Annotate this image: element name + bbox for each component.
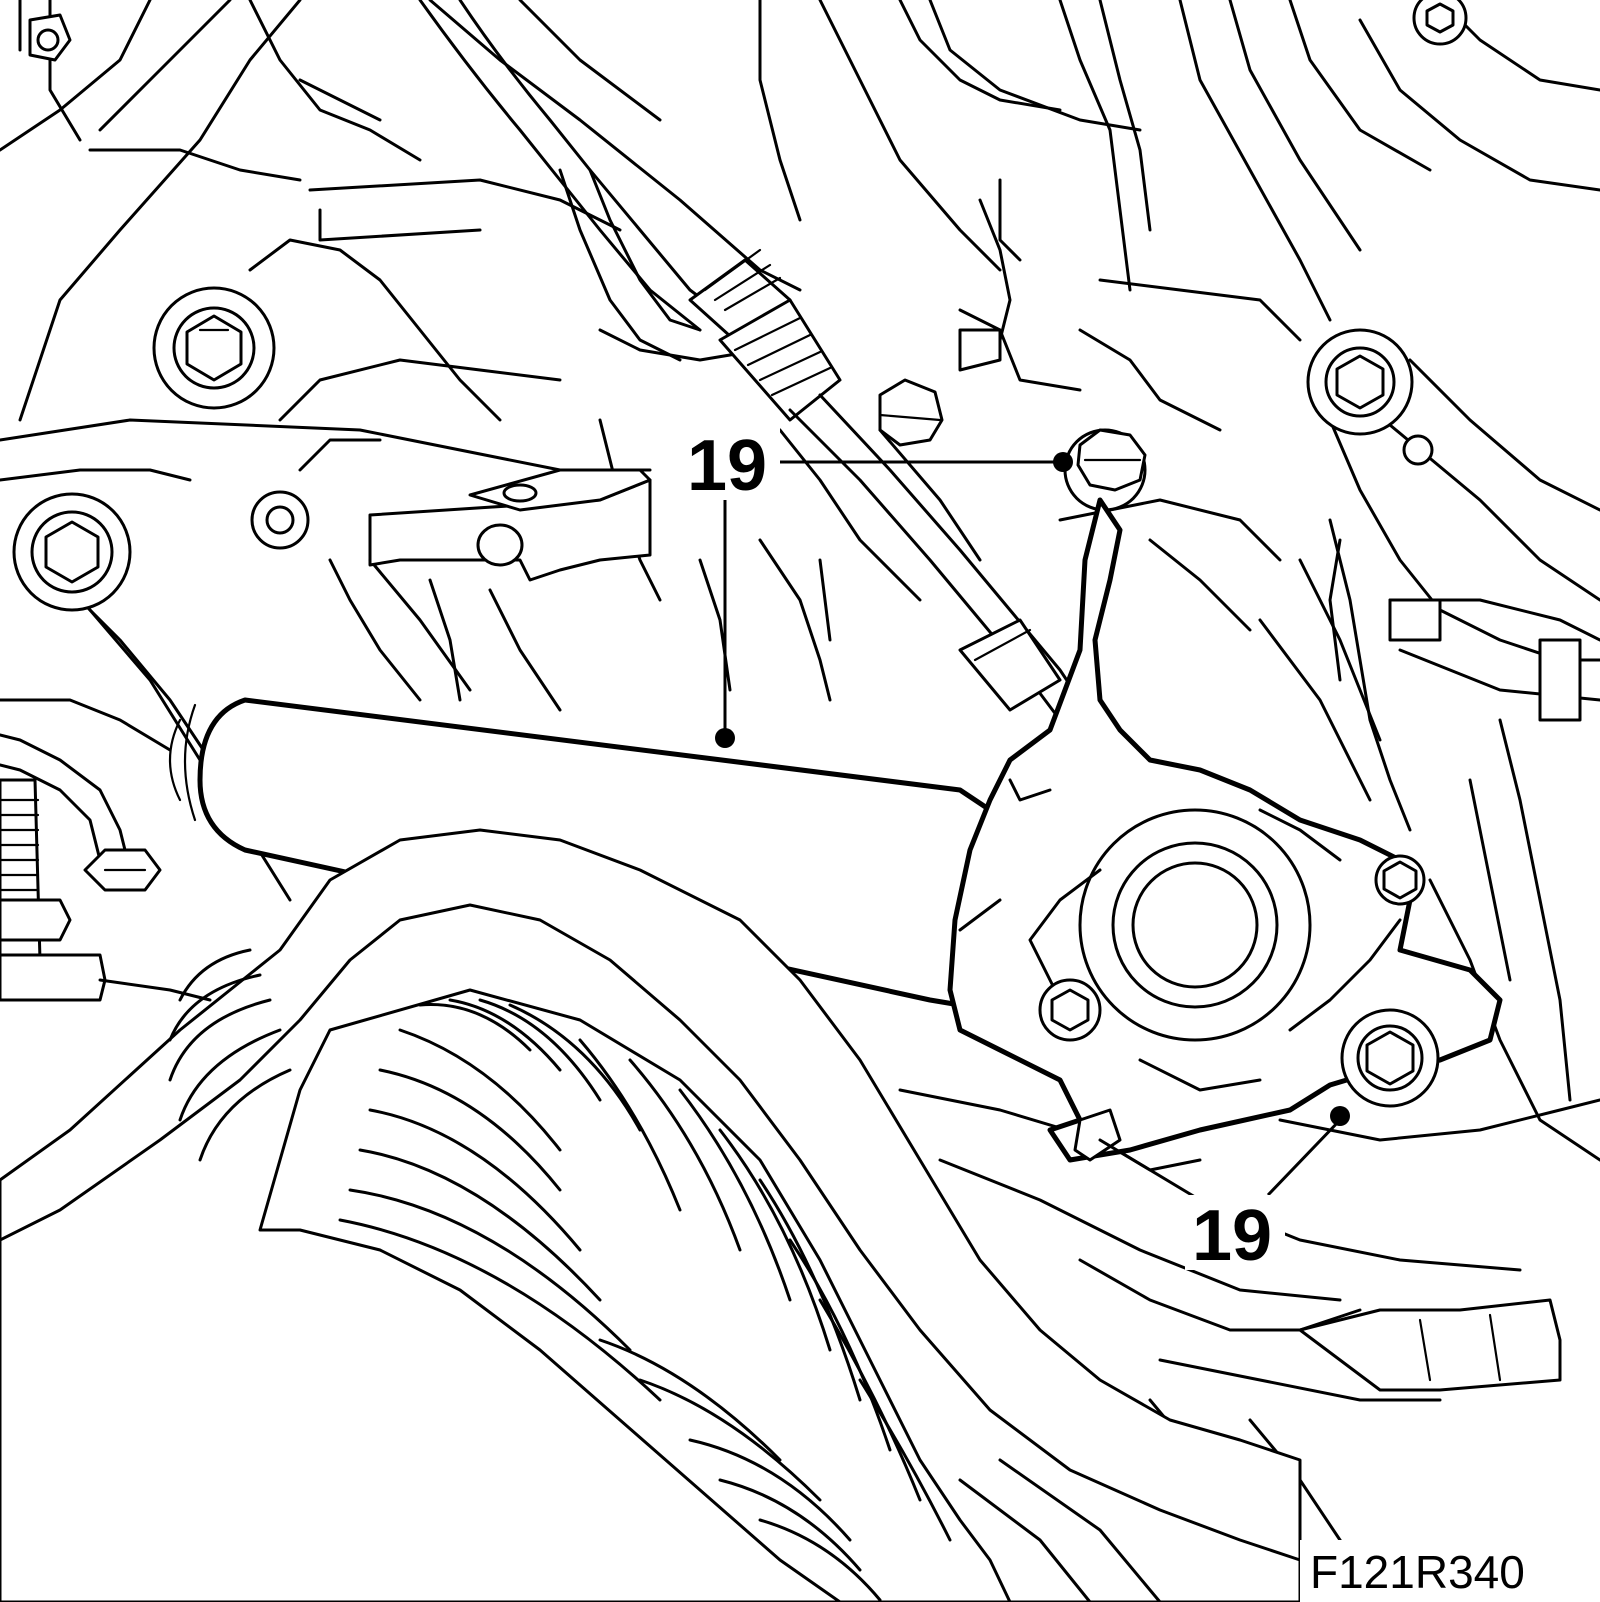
bolt-top-center (878, 378, 944, 447)
callout-label-lower: 19 (1192, 1196, 1272, 1276)
bleed-nipple (1073, 1108, 1202, 1172)
bolt-upper-left (152, 286, 276, 410)
clutch-pipe (788, 393, 1082, 722)
slave-cylinder-bolt-right (1374, 854, 1426, 906)
callout-leaders (715, 452, 1350, 1197)
bolt-far-left (12, 492, 132, 612)
small-bolt-top-left (28, 13, 72, 62)
callout-labels: 19 19 (680, 425, 1285, 1276)
figure-id: F121R340 (1310, 1546, 1525, 1598)
small-hole-right (1402, 434, 1434, 466)
lower-right-bracket (1298, 1298, 1562, 1392)
slave-cylinder-bolt-left (1038, 978, 1102, 1042)
hose-connector (688, 248, 842, 422)
small-bolt-top-right (1412, 0, 1468, 46)
steering-boot (258, 988, 1162, 1602)
mounting-bracket (250, 468, 652, 582)
bolt-upper-right (1306, 328, 1414, 436)
bolt-callout-upper (1063, 428, 1147, 512)
bolt-callout-lower (1340, 1008, 1440, 1108)
boot-left-section (168, 948, 292, 1162)
brake-line-upper (418, 0, 732, 362)
bell-housing-right (958, 178, 1582, 832)
callout-label-upper: 19 (687, 426, 767, 506)
fitting-left (0, 733, 212, 1002)
